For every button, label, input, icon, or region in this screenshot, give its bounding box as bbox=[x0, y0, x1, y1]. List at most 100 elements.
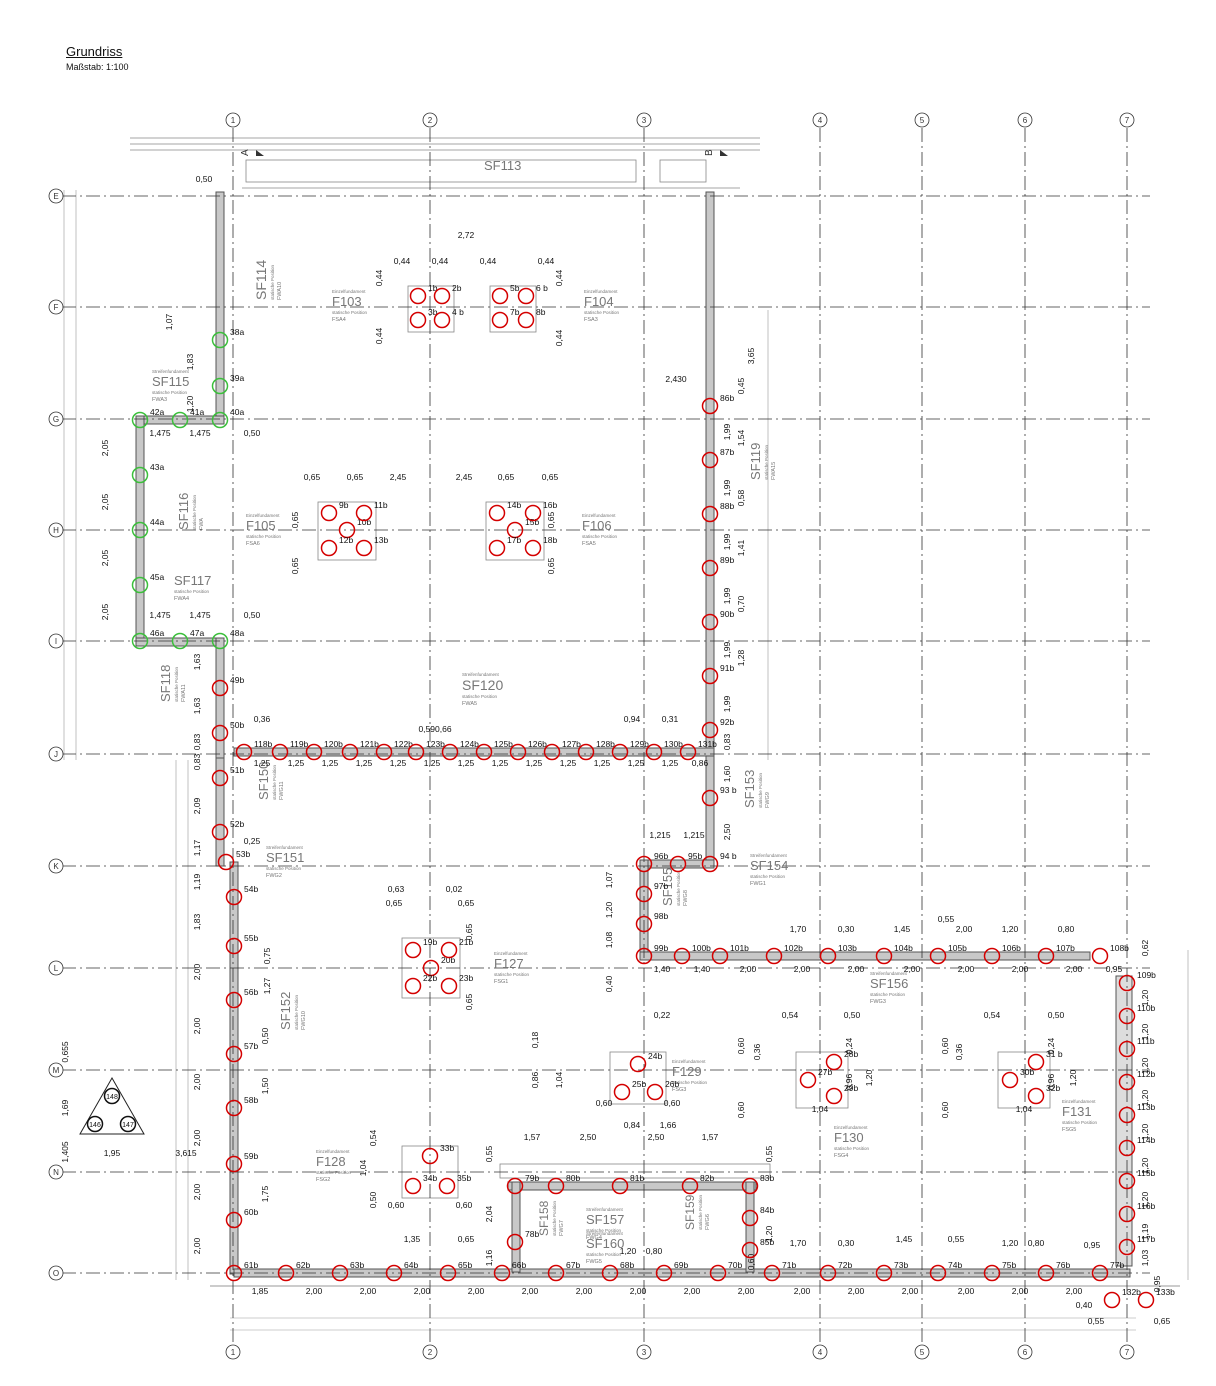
foundation-position: FWG2 bbox=[266, 873, 282, 879]
pile-label: 97b bbox=[654, 881, 668, 891]
pile-label: 41a bbox=[190, 407, 204, 417]
dimension-label: 1,405 bbox=[60, 1141, 70, 1163]
pile-label: 52b bbox=[230, 819, 244, 829]
foundation-sub: statische Position bbox=[750, 874, 786, 879]
foundation-position: FSG5 bbox=[1062, 1127, 1076, 1133]
pile-label: 119b bbox=[290, 739, 309, 749]
pile-circle bbox=[217, 853, 235, 871]
pile: 97b bbox=[635, 881, 668, 903]
pile-label: 92b bbox=[720, 717, 734, 727]
foundation-id: F106 bbox=[582, 518, 612, 533]
dimension-label: 1,20 bbox=[764, 1225, 774, 1242]
pile: 45a bbox=[131, 572, 164, 594]
foundation-id: SF159 bbox=[683, 1194, 697, 1230]
axis-label: 7 bbox=[1125, 1348, 1130, 1357]
pile-label: 102b bbox=[784, 943, 803, 953]
dimension-label: 1,99 bbox=[722, 695, 732, 712]
foundation-type: Einzelfundament bbox=[834, 1125, 868, 1130]
dimension-label: 0,60 bbox=[940, 1037, 950, 1054]
pile-label: 91b bbox=[720, 663, 734, 673]
dimension-label: 2,00 bbox=[904, 964, 921, 974]
pile-circle bbox=[517, 311, 535, 329]
dimension-label: 0,40 bbox=[1076, 1300, 1093, 1310]
foundation-id: F131 bbox=[1062, 1104, 1092, 1119]
pile-label: 106b bbox=[1002, 943, 1021, 953]
foundation-position: FSA4 bbox=[332, 317, 346, 323]
foundation-position: FWG9 bbox=[765, 792, 771, 808]
pile-label: 79b bbox=[525, 1173, 539, 1183]
pile: 56b bbox=[225, 987, 258, 1009]
dimension-label: 1,50 bbox=[260, 1077, 270, 1094]
pile-label: 75b bbox=[1002, 1260, 1016, 1270]
pile-label: 15b bbox=[525, 517, 539, 527]
pile-label: 129b bbox=[630, 739, 649, 749]
pile-label: 34b bbox=[423, 1173, 437, 1183]
dimension-label: 0,58 bbox=[736, 489, 746, 506]
dimension-label: 2,00 bbox=[1066, 1286, 1083, 1296]
dimension-label: 1,19 bbox=[1140, 1223, 1150, 1240]
dimension-label: 1,57 bbox=[702, 1132, 719, 1142]
dimension-label: 0,65 bbox=[458, 898, 475, 908]
pile-label: 1b bbox=[428, 283, 438, 293]
foundation-id: SF152 bbox=[278, 992, 293, 1030]
pile: 100b bbox=[673, 943, 711, 965]
foundation-sub: statische Position bbox=[494, 972, 530, 977]
dimension-label: 0,65 bbox=[498, 472, 515, 482]
pile-label: 83b bbox=[760, 1173, 774, 1183]
pile: 132b bbox=[1103, 1287, 1141, 1309]
pile: 71b bbox=[763, 1260, 796, 1282]
dimension-label: 0,60 bbox=[388, 1200, 405, 1210]
dimension-label: 2,00 bbox=[684, 1286, 701, 1296]
dimension-label: 1,04 bbox=[812, 1104, 829, 1114]
dimension-label: 1,25 bbox=[458, 758, 475, 768]
pile-label: 78b bbox=[525, 1229, 539, 1239]
dimension-label: 0,60 bbox=[940, 1101, 950, 1118]
pile-label: 3b bbox=[428, 307, 438, 317]
dimension-label: 1,16 bbox=[484, 1249, 494, 1266]
dimension-label: 0,50 bbox=[196, 174, 213, 184]
pile-circle bbox=[385, 1264, 403, 1282]
dimension-label: 0,65 bbox=[1154, 1316, 1171, 1326]
pile-label: 114b bbox=[1137, 1135, 1156, 1145]
foundation-position: FSG3 bbox=[672, 1087, 686, 1093]
pile: 54b bbox=[225, 884, 258, 906]
axis-label: 6 bbox=[1023, 116, 1028, 125]
dimension-label: 0,590,66 bbox=[418, 724, 451, 734]
pile: 130b bbox=[645, 739, 683, 761]
dimension-label: 1,20 bbox=[1002, 924, 1019, 934]
foundation-type: Streifenfundament bbox=[586, 1207, 624, 1212]
pile-label: 63b bbox=[350, 1260, 364, 1270]
axis-h-H: H bbox=[48, 522, 1150, 538]
axis-label: O bbox=[53, 1269, 59, 1278]
foundation-id: SF154 bbox=[750, 858, 788, 873]
pile-circle bbox=[1091, 1264, 1109, 1282]
pile-circle bbox=[404, 1177, 422, 1195]
pile: 94 b bbox=[701, 851, 737, 873]
pile-label: 12b bbox=[339, 535, 353, 545]
dimension-label: 1,17 bbox=[192, 839, 202, 856]
pile: 46a bbox=[131, 628, 164, 650]
dimension-label: 2,00 bbox=[192, 1073, 202, 1090]
pile-label: 126b bbox=[528, 739, 547, 749]
dimension-label: 0,50 bbox=[244, 428, 261, 438]
pile: 18b bbox=[524, 535, 557, 557]
pile: 48a bbox=[211, 628, 244, 650]
pile-circle bbox=[611, 1177, 629, 1195]
dimension-label: 2,04 bbox=[484, 1205, 494, 1222]
foundation-type: Streifenfundament bbox=[750, 853, 788, 858]
dimension-label: 1,20 bbox=[604, 901, 614, 918]
pile-label: 87b bbox=[720, 447, 734, 457]
foundation-position: FSA6 bbox=[246, 541, 260, 547]
dimension-label: 2,00 bbox=[958, 964, 975, 974]
pile-circle bbox=[235, 743, 253, 761]
pile-label: 43a bbox=[150, 462, 164, 472]
pile-circle bbox=[1118, 1040, 1136, 1058]
pile: 7b bbox=[491, 307, 520, 329]
pile-label: 133b bbox=[1156, 1287, 1175, 1297]
pile-label: 60b bbox=[244, 1207, 258, 1217]
pile: 147 bbox=[119, 1115, 137, 1133]
pile-circle bbox=[825, 1087, 843, 1105]
pile-circle bbox=[635, 915, 653, 933]
